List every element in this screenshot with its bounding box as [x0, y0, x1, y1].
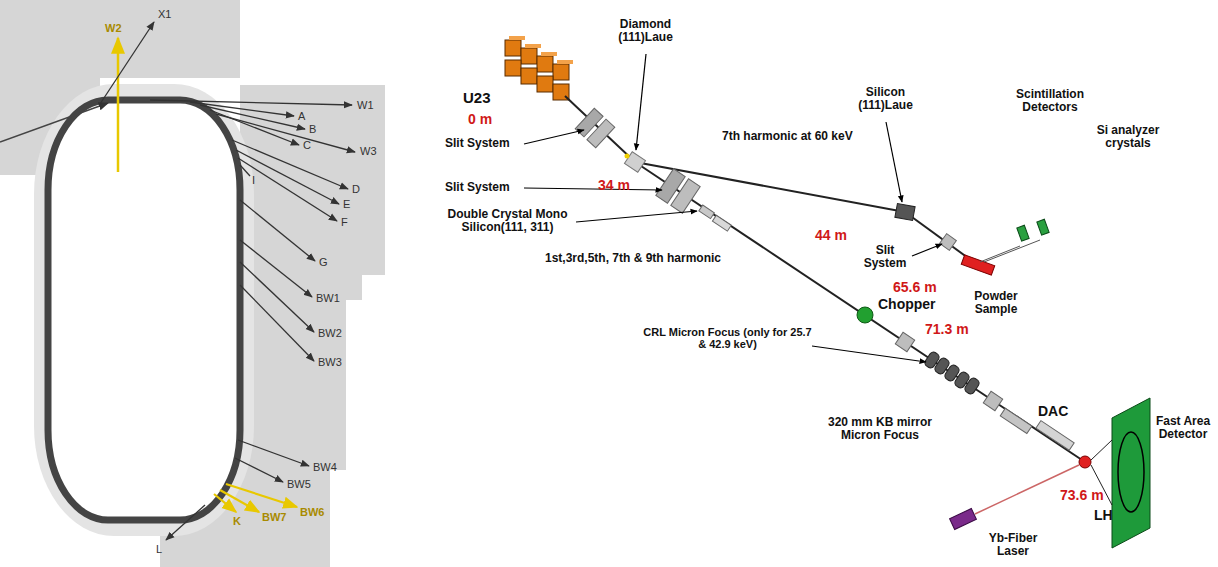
component-label: 44 m	[815, 228, 847, 244]
component-label: Si analyzer crystals	[1088, 124, 1168, 151]
beamline-name: W3	[360, 145, 377, 157]
component-label: 7th harmonic at 60 keV	[722, 130, 853, 143]
beamline-name: BW4	[313, 461, 337, 473]
beamline-name: BW7	[262, 511, 286, 523]
site-plan	[0, 0, 385, 567]
beamline-name: F	[341, 216, 348, 228]
component-label: Yb-Fiber Laser	[982, 532, 1044, 559]
component-label: 65.6 m	[893, 280, 937, 296]
beamline-name: X1	[158, 8, 171, 20]
component-label: Slit System	[445, 181, 510, 194]
component-label: Scintillation Detectors	[1000, 88, 1100, 115]
beamline-name: D	[352, 183, 360, 195]
beamline-name: BW3	[318, 356, 342, 368]
component-label: Diamond (111)Laue	[608, 18, 683, 45]
component-label: 71.3 m	[925, 322, 969, 338]
component-label: 320 mm KB mirror Micron Focus	[815, 416, 945, 443]
beamline-name: K	[233, 515, 241, 527]
beamline-name: W2	[105, 22, 122, 34]
component-label: 0 m	[468, 112, 492, 128]
component-label: 34 m	[598, 178, 630, 194]
beamline-name: BW5	[287, 478, 311, 490]
component-label: Slit System	[445, 137, 510, 150]
beamline-name: I	[252, 174, 255, 186]
beamline-name: BW2	[318, 327, 342, 339]
component-label: Silicon (111)Laue	[848, 86, 923, 113]
component-label: LH	[1094, 508, 1113, 524]
beamline-name: E	[343, 198, 350, 210]
component-label: CRL Micron Focus (only for 25.7 & 42.9 k…	[640, 326, 815, 351]
beamline-name: B	[309, 123, 316, 135]
component-label: Chopper	[878, 297, 936, 313]
component-label: 73.6 m	[1060, 488, 1104, 504]
component-label: Fast Area Detector	[1154, 415, 1212, 442]
component-label: DAC	[1038, 404, 1068, 420]
beamline-name: W1	[357, 99, 374, 111]
beamline-name: BW6	[300, 506, 324, 518]
beamline-name: A	[298, 110, 305, 122]
beamline-layout	[505, 36, 1150, 548]
beamline-name: BW1	[316, 292, 340, 304]
component-label: 1st,3rd,5th, 7th & 9th harmonic	[545, 252, 721, 265]
component-label: Slit System	[860, 244, 910, 271]
beamline-name: C	[303, 139, 311, 151]
component-label: Powder Sample	[966, 290, 1026, 317]
component-label: Double Crystal Mono Silicon(111, 311)	[440, 208, 575, 235]
beamline-name: G	[319, 256, 328, 268]
component-label: U23	[463, 90, 491, 107]
beamline-name: L	[156, 543, 162, 555]
